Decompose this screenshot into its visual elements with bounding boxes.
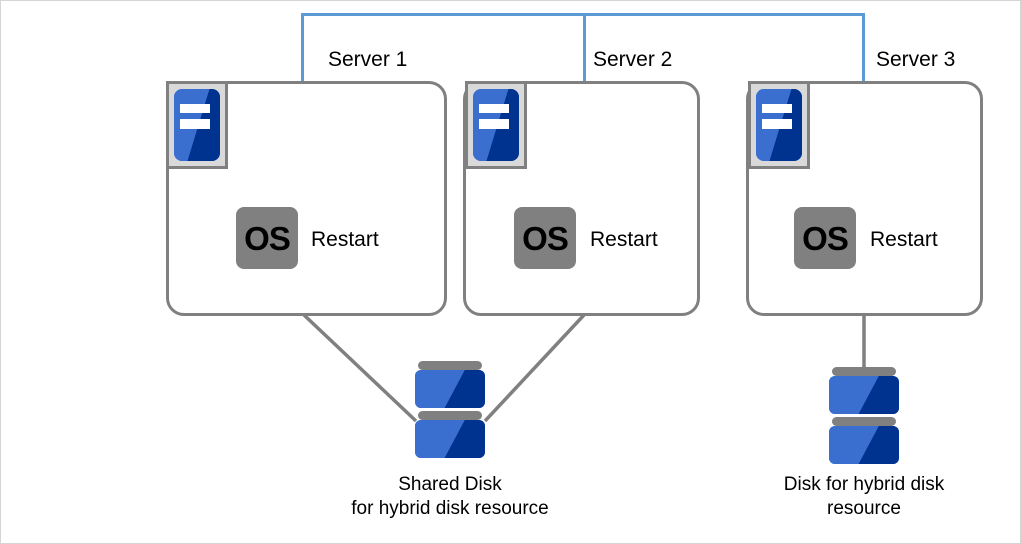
disk-cap-top	[832, 367, 896, 376]
server-icon-slot-bottom	[478, 119, 510, 129]
disk-cap-top	[418, 361, 482, 370]
server-3-machine-icon	[748, 81, 810, 169]
disk-platter-bottom	[829, 426, 899, 464]
server-icon-slot-bottom	[179, 119, 211, 129]
server-3-restart-label: Restart	[870, 228, 938, 251]
bracket-leg-server-1	[301, 13, 304, 81]
server-icon-slot-top	[179, 104, 211, 114]
shared-disk-icon[interactable]	[415, 361, 485, 458]
server-2-label: Server 2	[593, 48, 673, 71]
hybrid-disk-caption: Disk for hybrid disk resource	[783, 474, 945, 519]
connector-server2-to-shared-disk	[483, 313, 586, 423]
server-icon-slot-top	[761, 104, 793, 114]
server-1-machine-icon	[166, 81, 228, 169]
server-3-os-badge: OS	[794, 207, 856, 269]
server-1-os-badge: OS	[236, 207, 298, 269]
disk-platter-bottom	[415, 420, 485, 458]
connector-server1-to-shared-disk	[302, 313, 418, 423]
server-3-label: Server 3	[876, 48, 956, 71]
hybrid-disk-icon[interactable]	[829, 367, 899, 464]
server-icon-slot-top	[478, 104, 510, 114]
disk-cap-middle	[832, 417, 896, 426]
disk-platter-top	[829, 376, 899, 414]
disk-cap-middle	[418, 411, 482, 420]
server-2-restart-label: Restart	[590, 228, 658, 251]
server-1-restart-label: Restart	[311, 228, 379, 251]
server-2-os-badge: OS	[514, 207, 576, 269]
shared-disk-caption: Shared Disk for hybrid disk resource	[351, 474, 549, 519]
server-1-label: Server 1	[328, 48, 408, 71]
bracket-leg-server-2	[583, 13, 586, 81]
server-2-machine-icon	[465, 81, 527, 169]
server-icon-slot-bottom	[761, 119, 793, 129]
bracket-leg-server-3	[862, 13, 865, 81]
disk-platter-top	[415, 370, 485, 408]
